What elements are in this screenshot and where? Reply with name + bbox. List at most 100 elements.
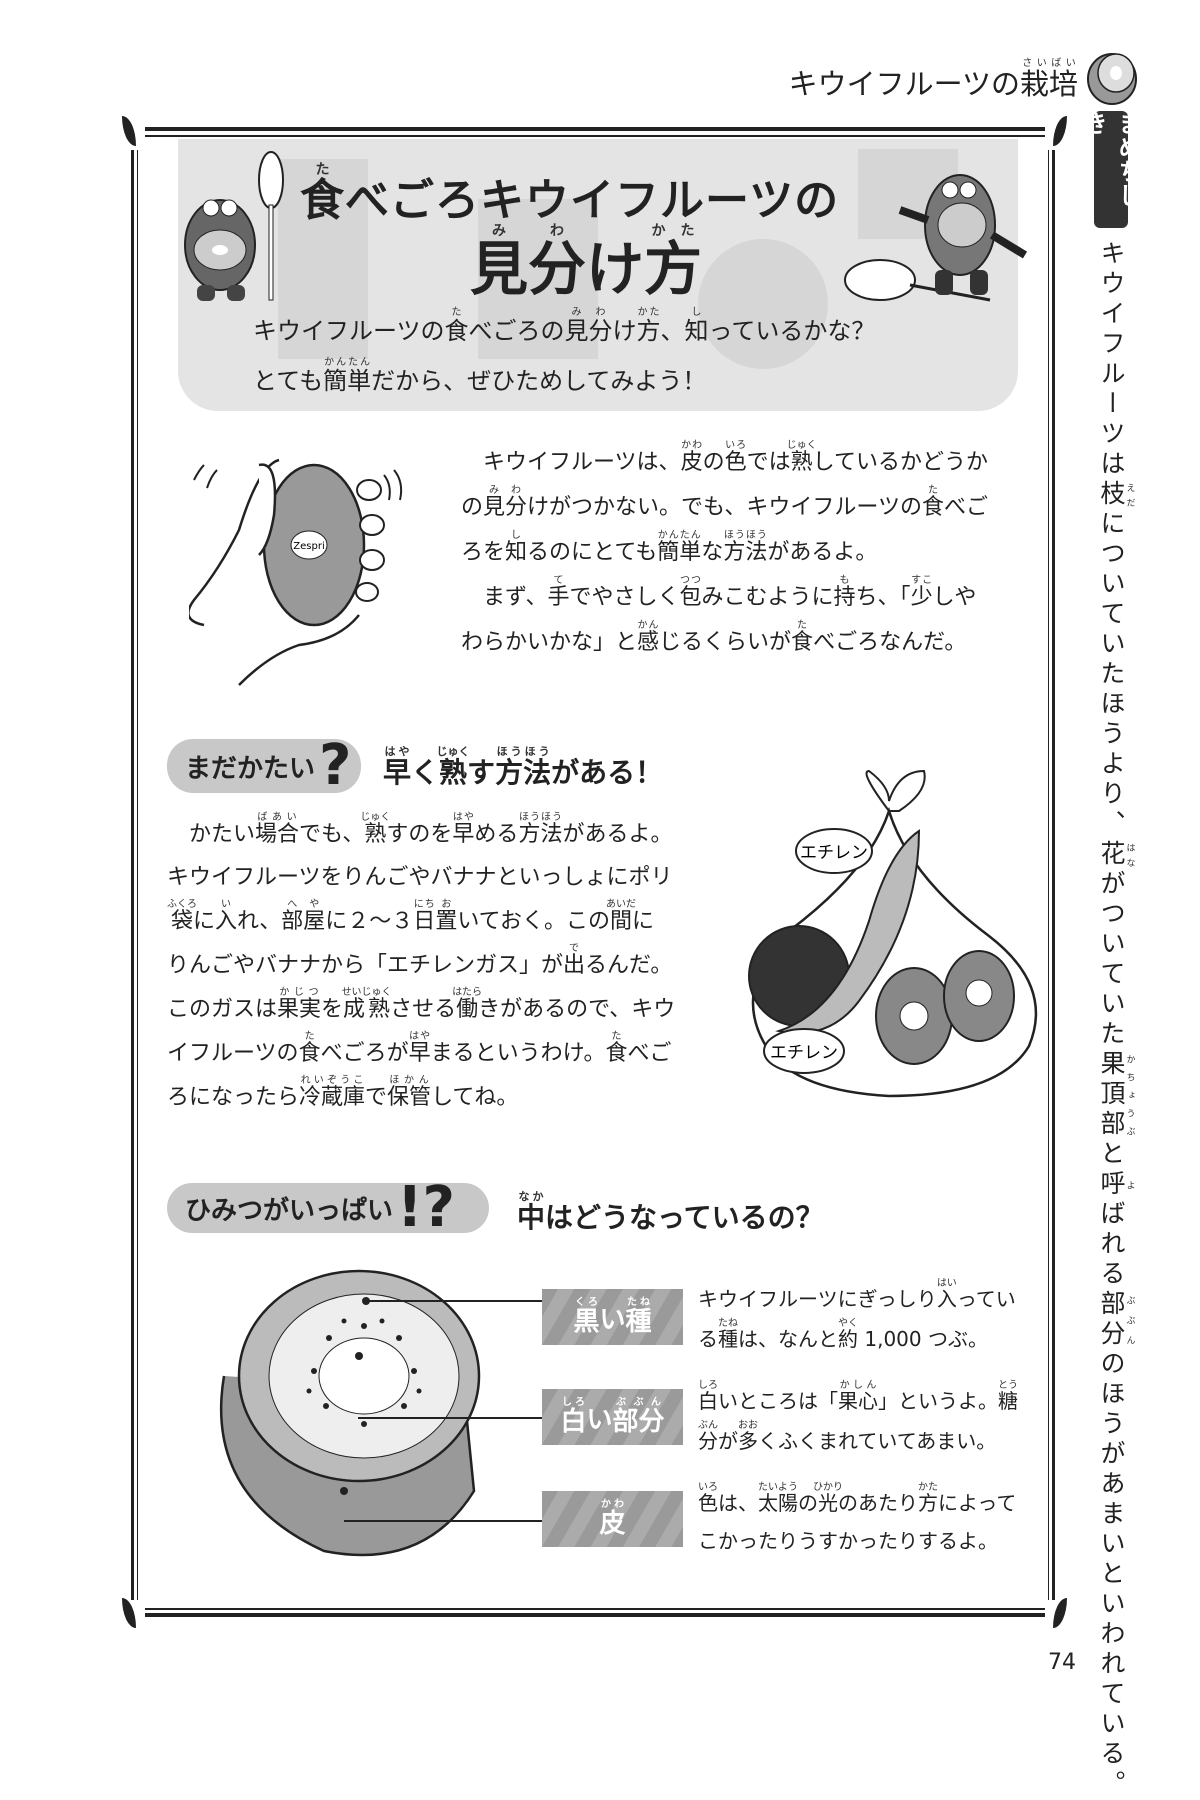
ruby-word: 光ひかり <box>813 1482 843 1515</box>
text-run: け <box>586 235 645 303</box>
furigana: かしん <box>838 1380 878 1391</box>
text-run: るんだ。 <box>585 953 673 978</box>
text-run: べごろが <box>320 1041 409 1066</box>
text-line: りんごやバナナから「エチレンガス」が出でるんだ。 <box>167 943 675 987</box>
text-run: くふくまれていてあまい。 <box>758 1429 997 1453</box>
ruby-word: 袋ふくろ <box>167 899 197 934</box>
ruby-word: 簡単かんたん <box>657 530 702 565</box>
furigana: やく <box>838 1318 858 1329</box>
bag-label-ethylene: エチレン <box>800 843 868 863</box>
ruby-word: 約やく <box>838 1318 858 1351</box>
text-run: いところは「 <box>718 1389 838 1413</box>
furigana: はや <box>452 812 475 823</box>
kiwi-slice-icon <box>1087 53 1137 105</box>
text-line: キウイフルーツは、皮かわの色いろでは熟じゅくしているかどうか <box>461 440 988 485</box>
ruby-word: 早はや <box>408 1031 431 1066</box>
ruby-word: 果心かしん <box>838 1380 878 1413</box>
ruby-word: 見み <box>483 485 506 520</box>
text-run: してね。 <box>431 1085 519 1110</box>
text-run: しているかどうか <box>812 450 988 475</box>
ruby-word: 冷蔵庫れいぞうこ <box>299 1075 366 1110</box>
hand-holding-kiwi-illustration: Zespri <box>189 458 403 686</box>
text-run: べごろキウイフルーツの <box>345 175 840 226</box>
text-line: このガスは果実かじつを成熟せいじゅくさせる働はたらきがあるので、キウ <box>167 987 675 1031</box>
zespri-logo: Zespri <box>293 541 324 552</box>
furigana: はたら <box>452 987 482 998</box>
furigana: とう <box>998 1380 1018 1391</box>
furigana: しろ <box>560 1396 587 1408</box>
text-run: な <box>701 540 724 565</box>
ruby-word: 多おお <box>738 1420 758 1453</box>
leaf-ornament <box>1053 116 1067 146</box>
text-line: こかったりうすかったりするよ。 <box>698 1522 1016 1560</box>
furigana: ひかり <box>813 1482 843 1493</box>
furigana: おお <box>738 1420 758 1431</box>
furigana: たね <box>718 1318 738 1329</box>
furigana: じゅく <box>436 745 470 758</box>
ruby-word: 色いろ <box>698 1482 718 1515</box>
furigana: はや <box>408 1031 431 1042</box>
text-run: についていたほうより、 <box>1097 510 1126 840</box>
text-run: イフルーツの <box>167 1041 299 1066</box>
furigana: し <box>505 530 528 541</box>
ruby-word: 太陽たいよう <box>758 1482 798 1515</box>
furigana: たいよう <box>758 1482 798 1493</box>
ruby-word: 方法ほうほう <box>518 812 563 847</box>
furigana: かわ <box>599 1498 626 1510</box>
text-run: の <box>702 450 725 475</box>
text-run: わらかいかな」と <box>461 630 638 655</box>
ruby-word: 部分ぶぶん <box>612 1396 665 1437</box>
label-skin: 皮かわ <box>542 1491 683 1547</box>
leader-line <box>358 1417 542 1419</box>
text-line: 白しろいところは「果心かしん」というよ。糖とう <box>698 1380 1018 1420</box>
text-run: けがつかない。でも、キウイフルーツの <box>527 495 922 520</box>
text-run: がある！ <box>551 756 664 789</box>
furigana: かん <box>637 620 660 631</box>
text-run: かたい <box>167 822 256 847</box>
furigana: かんたん <box>323 357 372 368</box>
badge-label: ひみつがいっぱい <box>185 1195 394 1226</box>
ruby-word: 果頂部かちょうぶ <box>1097 1050 1135 1140</box>
furigana: た <box>300 162 345 178</box>
text-run: の <box>798 1491 818 1515</box>
text-run: があるよ。 <box>767 540 878 565</box>
text-line: キウイフルーツの食たべごろの見み分わけ方かた、知しっているかな？ <box>253 306 875 356</box>
ruby-word: 方かた <box>918 1482 938 1515</box>
ruby-word: 皮かわ <box>599 1498 626 1539</box>
text-run: だから、ぜひためしてみよう！ <box>371 367 707 395</box>
text-run: の <box>461 495 484 520</box>
text-run: るのにとても <box>527 540 658 565</box>
furigana: て <box>547 575 570 586</box>
furigana: わ <box>505 485 528 496</box>
text-run: は、 <box>718 1491 758 1515</box>
ruby-word: 種たね <box>625 1296 652 1337</box>
ruby-word: 日にち <box>413 899 436 934</box>
furigana: み <box>564 307 589 318</box>
ruby-word: 白しろ <box>698 1380 718 1413</box>
ruby-word: 枝えだ <box>1097 480 1135 510</box>
kiwi-character-with-spoon <box>844 174 1028 302</box>
text-run: れ、 <box>237 909 282 934</box>
furigana: ほかん <box>387 1075 432 1086</box>
ruby-word: 簡単かんたん <box>323 357 372 395</box>
ripeness-paragraph: キウイフルーツは、皮かわの色いろでは熟じゅくしているかどうかの見み分わけがつかな… <box>461 440 988 665</box>
ruby-word: 分ぶん <box>698 1420 718 1453</box>
furigana: み <box>470 223 528 239</box>
text-run: い <box>599 1304 626 1335</box>
furigana: し <box>684 307 709 318</box>
furigana: た <box>921 485 944 496</box>
text-line: 袋ふくろに入いれ、部屋へやに２～３日にち置おいておく。この間あいだに <box>167 899 675 943</box>
furigana: さいばい <box>1019 58 1078 69</box>
text-run: でも、 <box>299 822 365 847</box>
text-line: かたい場合ばあいでも、熟じゅくすのを早はやめる方法ほうほうがあるよ。 <box>167 812 675 856</box>
ruby-word: 出で <box>563 943 586 978</box>
text-run: べごろなんだ。 <box>813 630 967 655</box>
bag-with-fruits-illustration: エチレン エチレン <box>748 769 1038 1098</box>
text-run: い <box>586 1404 613 1435</box>
text-run: させる <box>390 997 457 1022</box>
furigana: はい <box>936 1278 957 1289</box>
text-run: まるというわけ。 <box>430 1041 606 1066</box>
furigana: よ <box>1124 1170 1135 1200</box>
furigana: しろ <box>698 1380 718 1391</box>
text-run: は、なんと <box>738 1327 838 1351</box>
